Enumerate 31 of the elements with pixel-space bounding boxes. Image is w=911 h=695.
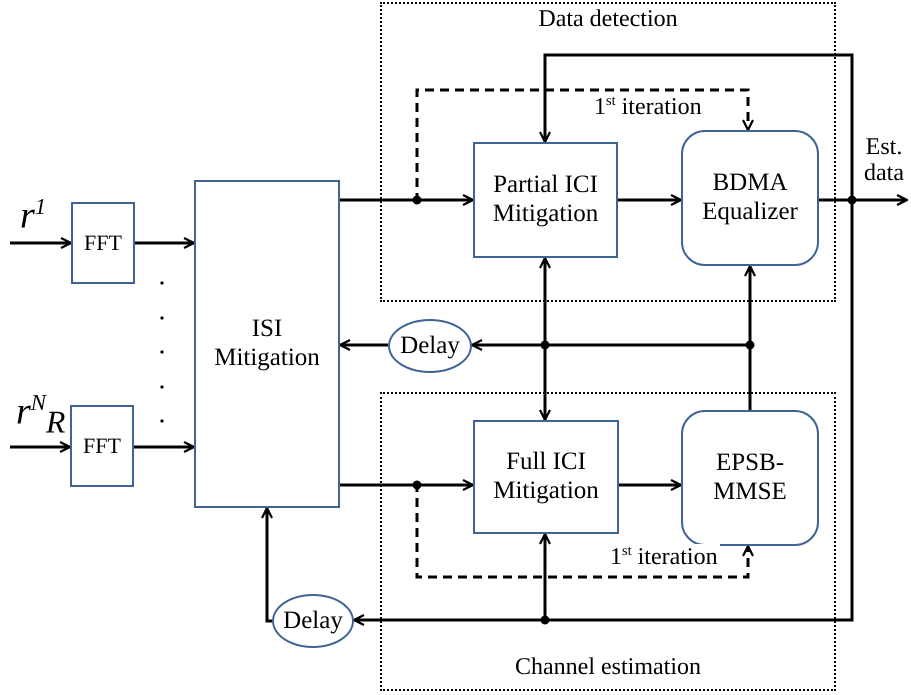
- arrow: [619, 478, 682, 492]
- node-label: EPSB- MMSE: [712, 449, 788, 507]
- dashed-arrow: [340, 484, 754, 578]
- dashed-arrow: [340, 88, 754, 202]
- edge-label: r$^{1}$: [19, 196, 48, 235]
- node-label: Full ICI Mitigation: [492, 448, 600, 506]
- process-box: [70, 405, 134, 487]
- node-label: FFT: [83, 433, 121, 459]
- process-box: [194, 180, 340, 508]
- node-label: Delay: [400, 332, 460, 360]
- arrow: [134, 440, 196, 454]
- node-label: ISI Mitigation: [213, 315, 321, 373]
- node-label: BDMA Equalizer: [701, 169, 799, 227]
- node-label: Partial ICI Mitigation: [492, 171, 600, 229]
- process-box: [473, 420, 619, 534]
- arrow: [135, 236, 196, 250]
- group-title: Data detection: [538, 6, 678, 33]
- arrow: [352, 198, 854, 626]
- process-box: [71, 202, 135, 284]
- delay-ellipse: [388, 319, 472, 373]
- arrow: [10, 236, 72, 250]
- process-box: [473, 142, 618, 258]
- delay-ellipse: [272, 594, 354, 648]
- arrow: [10, 440, 72, 454]
- rounded-box: [681, 130, 819, 266]
- arrow: [338, 338, 388, 352]
- arrow: [618, 194, 682, 206]
- arrow: [260, 506, 274, 622]
- group-title: Channel estimation: [515, 654, 701, 681]
- node-label: FFT: [84, 230, 122, 256]
- node-label: Delay: [283, 606, 343, 636]
